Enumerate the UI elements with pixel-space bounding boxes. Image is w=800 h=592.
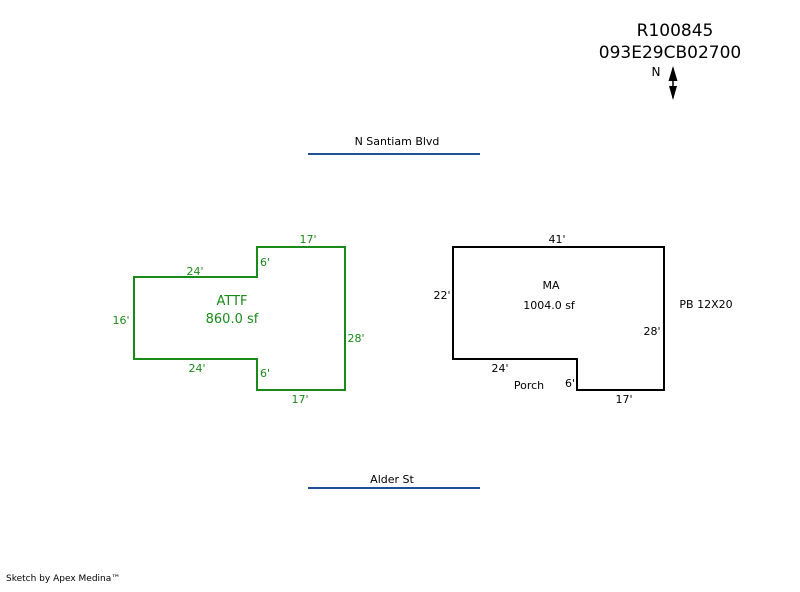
street-label-top: N Santiam Blvd bbox=[355, 135, 440, 148]
ma-dim-right: 28' bbox=[643, 325, 660, 338]
attf-name: ATTF bbox=[216, 294, 247, 309]
attf-dim-bottom-right: 17' bbox=[291, 393, 308, 406]
attf-dim-notch-bottom: 6' bbox=[260, 367, 270, 380]
north-arrow-icon bbox=[668, 66, 678, 100]
ma-area: 1004.0 sf bbox=[523, 299, 576, 312]
attf-dim-right: 28' bbox=[347, 332, 364, 345]
ma-dim-bottom-right: 17' bbox=[615, 393, 632, 406]
ma-dim-top: 41' bbox=[548, 233, 565, 246]
north-label: N bbox=[652, 65, 661, 79]
attf-dim-left: 16' bbox=[112, 314, 129, 327]
attf-outline bbox=[133, 246, 346, 391]
street-label-bottom: Alder St bbox=[370, 473, 414, 486]
ma-outline bbox=[452, 246, 665, 391]
account-number: R100845 bbox=[637, 21, 714, 41]
attf-dim-top-right: 17' bbox=[299, 233, 316, 246]
attf-area: 860.0 sf bbox=[206, 312, 259, 327]
sketch-credit: Sketch by Apex Medina™ bbox=[6, 574, 121, 584]
ma-dim-left: 22' bbox=[433, 289, 450, 302]
attf-dim-notch-top: 6' bbox=[260, 256, 270, 269]
pb-label: PB 12X20 bbox=[679, 298, 732, 311]
attf-dim-top-left: 24' bbox=[186, 265, 203, 278]
map-tax-lot: 093E29CB02700 bbox=[599, 43, 741, 63]
ma-dim-bottom-left: 24' bbox=[491, 362, 508, 375]
porch-label: Porch bbox=[514, 379, 544, 392]
ma-dim-notch: 6' bbox=[565, 377, 575, 390]
ma-name: MA bbox=[542, 279, 559, 292]
attf-dim-bottom-left: 24' bbox=[188, 362, 205, 375]
